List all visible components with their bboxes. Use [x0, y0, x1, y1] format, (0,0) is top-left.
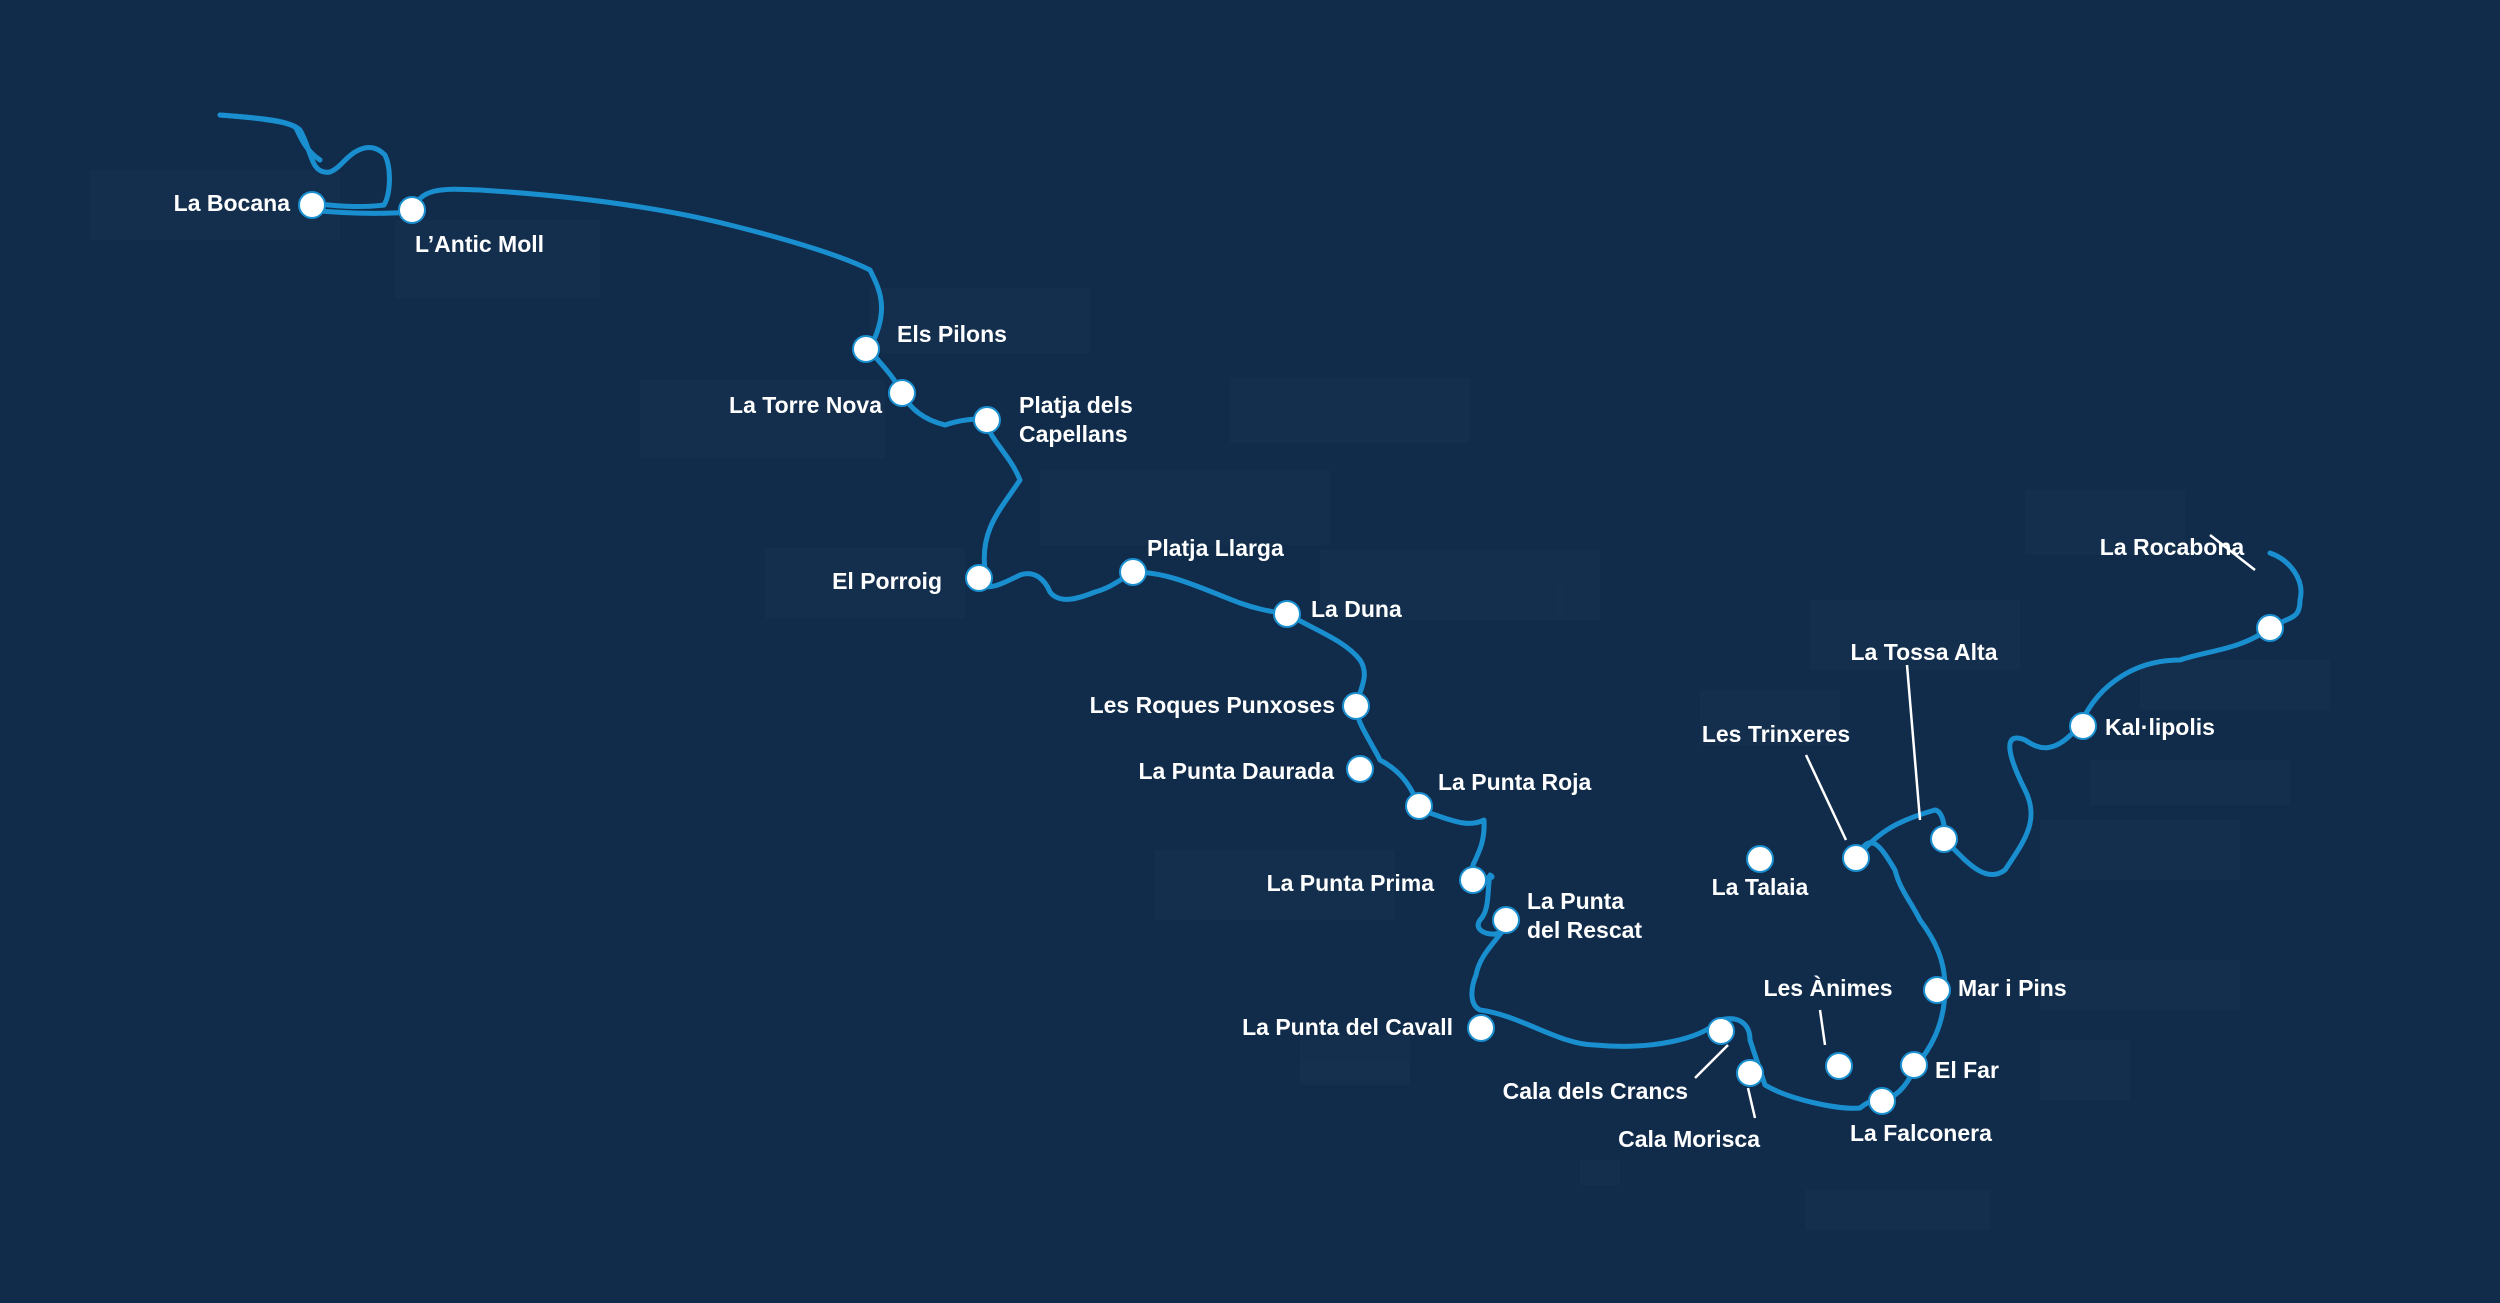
- stop-dot-punta-prima[interactable]: [1459, 866, 1487, 894]
- stop-dot-cala-morisca[interactable]: [1736, 1059, 1764, 1087]
- stop-dot-punta-roja[interactable]: [1405, 792, 1433, 820]
- label-punta-roja: La Punta Roja: [1438, 769, 1592, 795]
- label-la-tossa-alta: La Tossa Alta: [1851, 639, 1998, 665]
- label-roques-punxoses: Les Roques Punxoses: [1090, 692, 1335, 718]
- label-platja-capellans-2: Capellans: [1019, 421, 1128, 447]
- label-les-animes: Les Ànimes: [1763, 974, 1892, 1001]
- label-les-trinxeres: Les Trinxeres: [1702, 721, 1850, 747]
- label-mar-i-pins: Mar i Pins: [1958, 975, 2067, 1001]
- label-el-far: El Far: [1935, 1057, 1999, 1083]
- label-el-porroig: El Porroig: [832, 568, 942, 594]
- stop-dot-la-torre-nova[interactable]: [888, 379, 916, 407]
- label-punta-prima: La Punta Prima: [1267, 870, 1435, 896]
- stop-dot-mar-i-pins[interactable]: [1923, 976, 1951, 1004]
- label-la-torre-nova: La Torre Nova: [729, 392, 882, 418]
- stop-dot-punta-cavall[interactable]: [1467, 1014, 1495, 1042]
- label-la-bocana: La Bocana: [174, 190, 291, 216]
- stop-dot-cala-crancs[interactable]: [1707, 1017, 1735, 1045]
- stops: [298, 191, 2284, 1115]
- background-shading: [90, 170, 2330, 1230]
- label-platja-llarga: Platja Llarga: [1147, 535, 1284, 561]
- stop-dot-platja-capellans[interactable]: [973, 406, 1001, 434]
- stop-dot-la-bocana[interactable]: [298, 191, 326, 219]
- label-els-pilons: Els Pilons: [897, 321, 1007, 347]
- label-platja-capellans-1: Platja dels: [1019, 392, 1133, 418]
- stop-dot-la-talaia[interactable]: [1746, 845, 1774, 873]
- label-kal-lipolis: Kal·lipolis: [2105, 714, 2215, 740]
- label-la-duna: La Duna: [1311, 596, 1402, 622]
- label-punta-rescat-1: La Punta: [1527, 888, 1624, 914]
- label-cala-crancs: Cala dels Crancs: [1503, 1078, 1688, 1104]
- stop-dot-la-rocabona[interactable]: [2256, 614, 2284, 642]
- stop-dot-roques-punxoses[interactable]: [1342, 692, 1370, 720]
- label-punta-daurada: La Punta Daurada: [1138, 758, 1334, 784]
- stop-dot-la-falconera[interactable]: [1868, 1087, 1896, 1115]
- stop-dot-la-duna[interactable]: [1273, 600, 1301, 628]
- label-cala-morisca: Cala Morisca: [1618, 1126, 1760, 1152]
- route-spur-top: [217, 112, 323, 163]
- label-la-falconera: La Falconera: [1850, 1120, 1992, 1146]
- stop-dot-antic-moll[interactable]: [398, 196, 426, 224]
- stop-dot-punta-daurada[interactable]: [1346, 755, 1374, 783]
- leader-lines: [1694, 534, 2256, 1119]
- label-la-talaia: La Talaia: [1712, 874, 1809, 900]
- stop-dot-el-porroig[interactable]: [965, 564, 993, 592]
- stop-labels: La Bocana L’Antic Moll Els Pilons La Tor…: [174, 190, 2245, 1152]
- stop-dot-platja-llarga[interactable]: [1119, 558, 1147, 586]
- stop-dot-la-tossa-alta[interactable]: [1930, 825, 1958, 853]
- stop-dot-les-animes[interactable]: [1825, 1052, 1853, 1080]
- stop-dot-kal-lipolis[interactable]: [2069, 712, 2097, 740]
- stop-dot-les-trinxeres[interactable]: [1842, 844, 1870, 872]
- label-antic-moll: L’Antic Moll: [415, 231, 544, 257]
- label-la-rocabona: La Rocabona: [2100, 534, 2245, 560]
- stop-dot-els-pilons[interactable]: [852, 335, 880, 363]
- label-punta-rescat-2: del Rescat: [1527, 917, 1642, 943]
- stop-dot-punta-rescat[interactable]: [1492, 906, 1520, 934]
- label-punta-cavall: La Punta del Cavall: [1242, 1014, 1453, 1040]
- stop-dot-el-far[interactable]: [1900, 1051, 1928, 1079]
